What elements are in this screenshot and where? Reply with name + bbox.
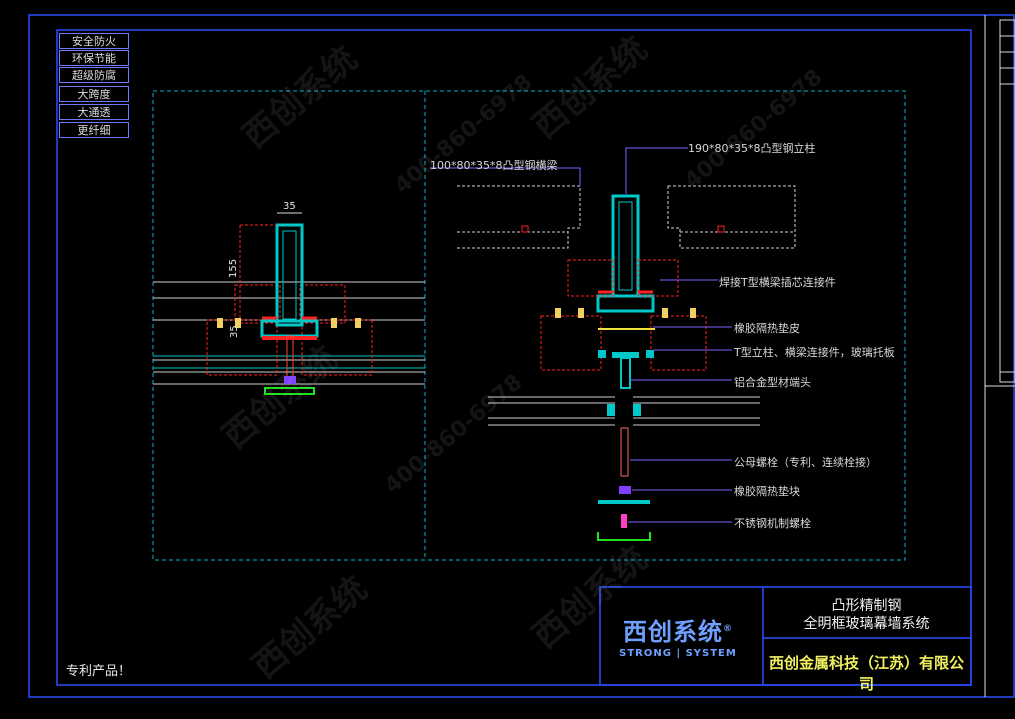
outer-frame (28, 14, 1015, 698)
left-section-detail (153, 212, 425, 395)
company-name: 西创金属科技（江苏）有限公司 (768, 654, 964, 693)
tag-eco: 环保节能 (59, 50, 129, 66)
tag-transparent: 大通透 (59, 104, 129, 120)
label-alu-end: 铝合金型材端头 (734, 376, 811, 389)
label-beam: 100*80*35*8凸型钢横梁 (430, 159, 558, 172)
tag-slim: 更纤细 (59, 122, 129, 138)
label-ss-bolt: 不锈钢机制螺栓 (734, 517, 811, 530)
leaders (430, 147, 732, 523)
tag-fireproof: 安全防火 (59, 33, 129, 49)
inner-frame (56, 29, 972, 686)
patent-note: 专利产品！ (66, 664, 132, 679)
company-logo-en: STRONG | SYSTEM (619, 648, 737, 659)
label-rubber-pad: 橡胶隔热垫皮 (734, 322, 800, 335)
label-t-column: T型立柱、横梁连接件，玻璃托板 (734, 346, 895, 359)
drawing-title-1: 凸形精制钢 (831, 598, 902, 614)
label-weld-connector: 焊接T型横梁插芯连接件 (719, 276, 836, 289)
company-logo: 西创系统® (623, 618, 733, 646)
dim-side: 35 (229, 325, 240, 338)
tag-span: 大跨度 (59, 86, 129, 102)
label-rubber-block: 橡胶隔热垫块 (734, 485, 800, 498)
dim-height: 155 (228, 258, 239, 278)
tag-anticorrosion: 超级防腐 (59, 67, 129, 83)
dim-width: 35 (283, 201, 296, 212)
drawing-title-2: 全明框玻璃幕墙系统 (803, 616, 930, 632)
right-section-detail (457, 185, 796, 541)
detail-frame (152, 90, 906, 561)
title-block (599, 586, 972, 686)
label-bolt: 公母螺栓（专利、连续栓接） (734, 456, 877, 469)
label-column: 190*80*35*8凸型钢立柱 (688, 142, 816, 155)
